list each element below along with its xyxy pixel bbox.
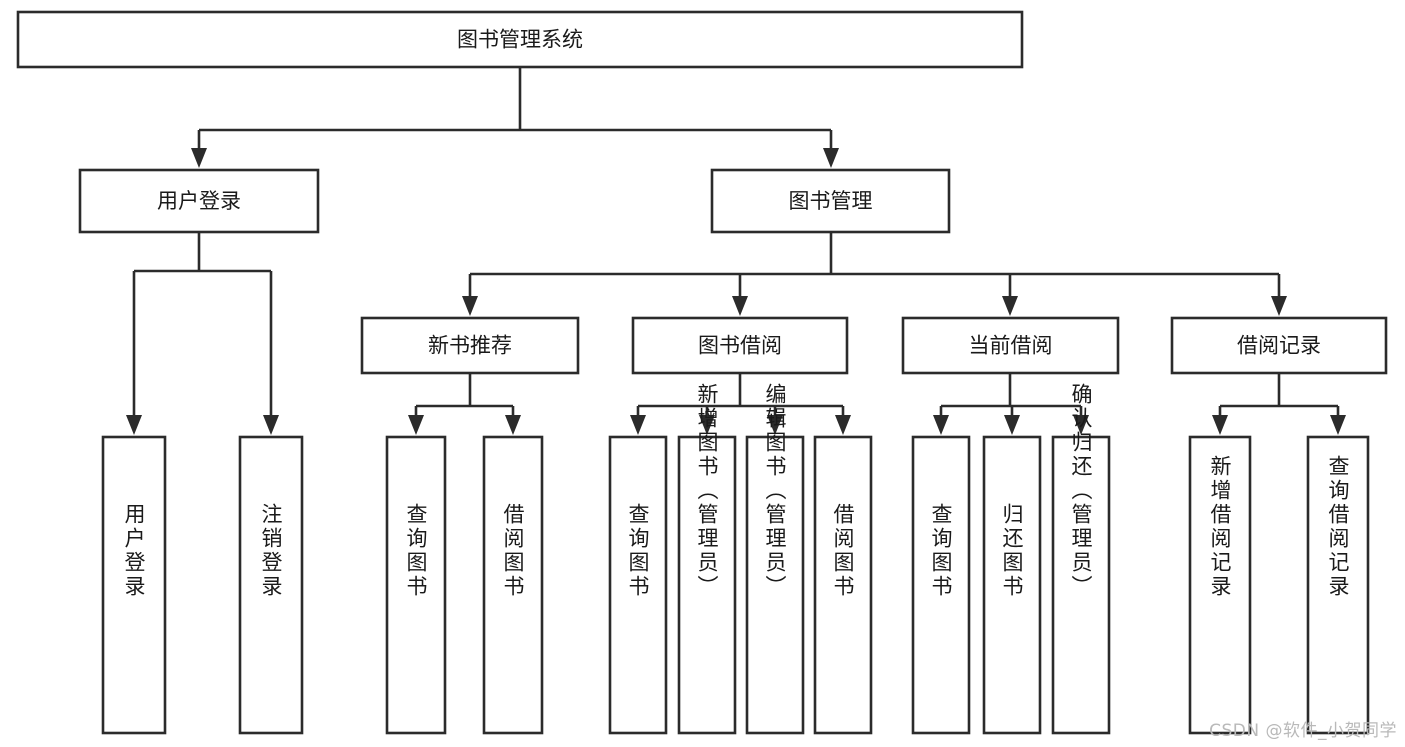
node-label: 用户登录: [122, 503, 146, 599]
arrow-head-layer: [126, 148, 1346, 435]
arrow-head-icon: [1002, 296, 1018, 316]
node-label: 注销登录: [259, 503, 283, 599]
node-box[interactable]: [677, 435, 737, 735]
node-box[interactable]: [982, 435, 1042, 735]
arrow-head-icon: [408, 415, 424, 435]
arrow-head-icon: [732, 296, 748, 316]
node-label: 借阅记录: [1237, 334, 1321, 358]
node-box[interactable]: [101, 435, 167, 735]
arrow-head-icon: [263, 415, 279, 435]
node-label: 查询借阅记录: [1326, 455, 1350, 599]
node-box[interactable]: [631, 316, 849, 375]
node-label: 当前借阅: [969, 334, 1053, 358]
node-box[interactable]: [710, 168, 951, 234]
node-box[interactable]: [1051, 435, 1111, 735]
node-leaf-query-book-2[interactable]: 查询图书: [608, 435, 668, 735]
arrow-head-icon: [126, 415, 142, 435]
node-label: 查询图书: [404, 503, 428, 599]
node-box[interactable]: [238, 435, 304, 735]
node-leaf-confirm-return[interactable]: 确认归还（管理员）: [1051, 383, 1111, 735]
node-leaf-query-book-1[interactable]: 查询图书: [385, 435, 447, 735]
node-label: 借阅图书: [501, 503, 525, 599]
arrow-head-icon: [630, 415, 646, 435]
node-label: 用户登录: [157, 189, 241, 213]
node-leaf-edit-book[interactable]: 编辑图书（管理员）: [745, 383, 805, 735]
node-leaf-query-record[interactable]: 查询借阅记录: [1306, 435, 1370, 735]
node-label: 图书管理: [789, 189, 873, 213]
node-leaf-add-record[interactable]: 新增借阅记录: [1188, 435, 1252, 735]
node-book-borrow[interactable]: 图书借阅: [631, 316, 849, 375]
node-box[interactable]: [813, 435, 873, 735]
node-label: 查询图书: [929, 503, 953, 599]
node-box[interactable]: [385, 435, 447, 735]
node-label: 编辑图书（管理员）: [763, 383, 787, 599]
node-root[interactable]: 图书管理系统: [16, 10, 1024, 69]
node-label: 新增借阅记录: [1208, 455, 1232, 599]
node-leaf-borrow-book-2[interactable]: 借阅图书: [813, 435, 873, 735]
arrow-head-icon: [505, 415, 521, 435]
node-box[interactable]: [1306, 435, 1370, 735]
arrow-head-icon: [1212, 415, 1228, 435]
arrow-head-icon: [823, 148, 839, 168]
node-book-manage[interactable]: 图书管理: [710, 168, 951, 234]
arrow-head-icon: [767, 415, 783, 435]
node-box[interactable]: [901, 316, 1120, 375]
node-label: 新增图书（管理员）: [695, 383, 719, 599]
node-new-book-rec[interactable]: 新书推荐: [360, 316, 580, 375]
node-leaf-user-login[interactable]: 用户登录: [101, 435, 167, 735]
arrow-head-icon: [933, 415, 949, 435]
node-label: 确认归还（管理员）: [1069, 383, 1093, 599]
node-box[interactable]: [16, 10, 1024, 69]
arrow-head-icon: [699, 415, 715, 435]
node-box[interactable]: [911, 435, 971, 735]
node-leaf-query-book-3[interactable]: 查询图书: [911, 435, 971, 735]
node-box[interactable]: [745, 435, 805, 735]
node-box[interactable]: [360, 316, 580, 375]
node-label: 查询图书: [626, 503, 650, 599]
arrow-head-icon: [1004, 415, 1020, 435]
node-layer: 图书管理系统用户登录图书管理新书推荐图书借阅当前借阅借阅记录用户登录注销登录查询…: [16, 10, 1388, 735]
arrow-head-icon: [1073, 415, 1089, 435]
node-leaf-return-book[interactable]: 归还图书: [982, 435, 1042, 735]
node-label: 新书推荐: [428, 334, 512, 358]
node-user-login[interactable]: 用户登录: [78, 168, 320, 234]
node-box[interactable]: [78, 168, 320, 234]
node-box[interactable]: [608, 435, 668, 735]
arrow-head-icon: [462, 296, 478, 316]
node-label: 图书管理系统: [457, 28, 583, 52]
arrow-head-icon: [835, 415, 851, 435]
node-label: 归还图书: [1000, 503, 1024, 599]
arrow-head-icon: [1330, 415, 1346, 435]
node-label: 借阅图书: [831, 503, 855, 599]
node-label: 图书借阅: [698, 334, 782, 358]
node-leaf-borrow-book-1[interactable]: 借阅图书: [482, 435, 544, 735]
node-box[interactable]: [1170, 316, 1388, 375]
node-current-borrow[interactable]: 当前借阅: [901, 316, 1120, 375]
node-leaf-user-logout[interactable]: 注销登录: [238, 435, 304, 735]
arrow-head-icon: [191, 148, 207, 168]
arrow-head-icon: [1271, 296, 1287, 316]
node-leaf-add-book[interactable]: 新增图书（管理员）: [677, 383, 737, 735]
node-box[interactable]: [1188, 435, 1252, 735]
csdn-watermark: CSDN @软件_小贺同学: [1209, 721, 1397, 741]
node-box[interactable]: [482, 435, 544, 735]
node-borrow-record[interactable]: 借阅记录: [1170, 316, 1388, 375]
